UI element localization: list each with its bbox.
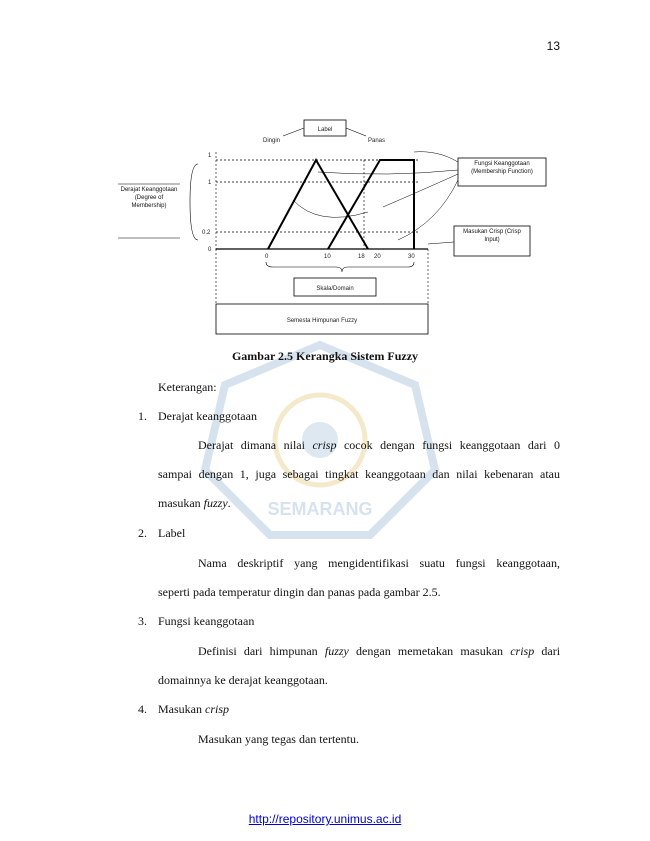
scale-label: Skala/Domain xyxy=(316,286,353,292)
y-tick-0: 0 xyxy=(208,247,212,253)
item-description-line: masukan fuzzy. xyxy=(158,496,231,510)
item-description-line: sampai dengan 1, juga sebagai tingkat ke… xyxy=(158,467,560,481)
degree-label: Derajat Keanggotaan (Degree of Membershi… xyxy=(120,187,178,209)
university-watermark: SEMARANG xyxy=(200,340,440,539)
x-tick-0: 0 xyxy=(265,254,269,260)
repository-link[interactable]: http://repository.unimus.ac.id xyxy=(248,812,402,826)
item-number: 4. xyxy=(138,702,147,716)
x-tick-30: 30 xyxy=(408,254,415,260)
y-tick-top: 1 xyxy=(208,153,212,159)
item-description: Masukan yang tegas dan tertentu. xyxy=(198,732,359,746)
y-tick-02: 0.2 xyxy=(202,230,211,236)
label-box-text: Label xyxy=(318,127,333,133)
item-number: 2. xyxy=(138,526,147,540)
x-tick-18: 18 xyxy=(358,254,365,260)
watermark-text: SEMARANG xyxy=(267,499,372,519)
item-description: Nama deskriptif yang mengidentifikasi su… xyxy=(198,556,560,570)
item-description: Derajat dimana nilai crisp cocok dengan … xyxy=(198,438,561,452)
item-description-line: domainnya ke derajat keanggotaan. xyxy=(158,673,328,687)
item-title: Label xyxy=(158,526,186,540)
figure-caption: Gambar 2.5 Kerangka Sistem Fuzzy xyxy=(231,349,419,363)
item-number: 1. xyxy=(138,409,147,423)
x-tick-20: 20 xyxy=(374,254,381,260)
item-title: Fungsi keanggotaan xyxy=(158,614,255,628)
function-label: Fungsi Keanggotaan (Membership Function) xyxy=(471,161,533,175)
hot-label: Panas xyxy=(368,138,385,144)
x-tick-10: 10 xyxy=(324,254,331,260)
keterangan-heading: Keterangan: xyxy=(158,380,217,394)
y-tick-1: 1 xyxy=(208,180,212,186)
cold-label: Dingin xyxy=(263,138,280,144)
universe-label: Semesta Himpunan Fuzzy xyxy=(287,318,357,324)
fuzzy-framework-figure: Label Dingin Panas Derajat Keanggotaan (… xyxy=(118,119,547,335)
item-title: Derajat keanggotaan xyxy=(158,409,257,423)
item-description-line: seperti pada temperatur dingin dan panas… xyxy=(158,585,441,599)
footer: http://repository.unimus.ac.id xyxy=(0,812,650,826)
crisp-input-label: Masukan Crisp (Crisp Input) xyxy=(463,229,521,243)
item-title: Masukan crisp xyxy=(158,702,229,716)
item-description: Definisi dari himpunan fuzzy dengan meme… xyxy=(198,644,561,658)
page-number: 13 xyxy=(546,39,560,53)
item-number: 3. xyxy=(138,614,147,628)
